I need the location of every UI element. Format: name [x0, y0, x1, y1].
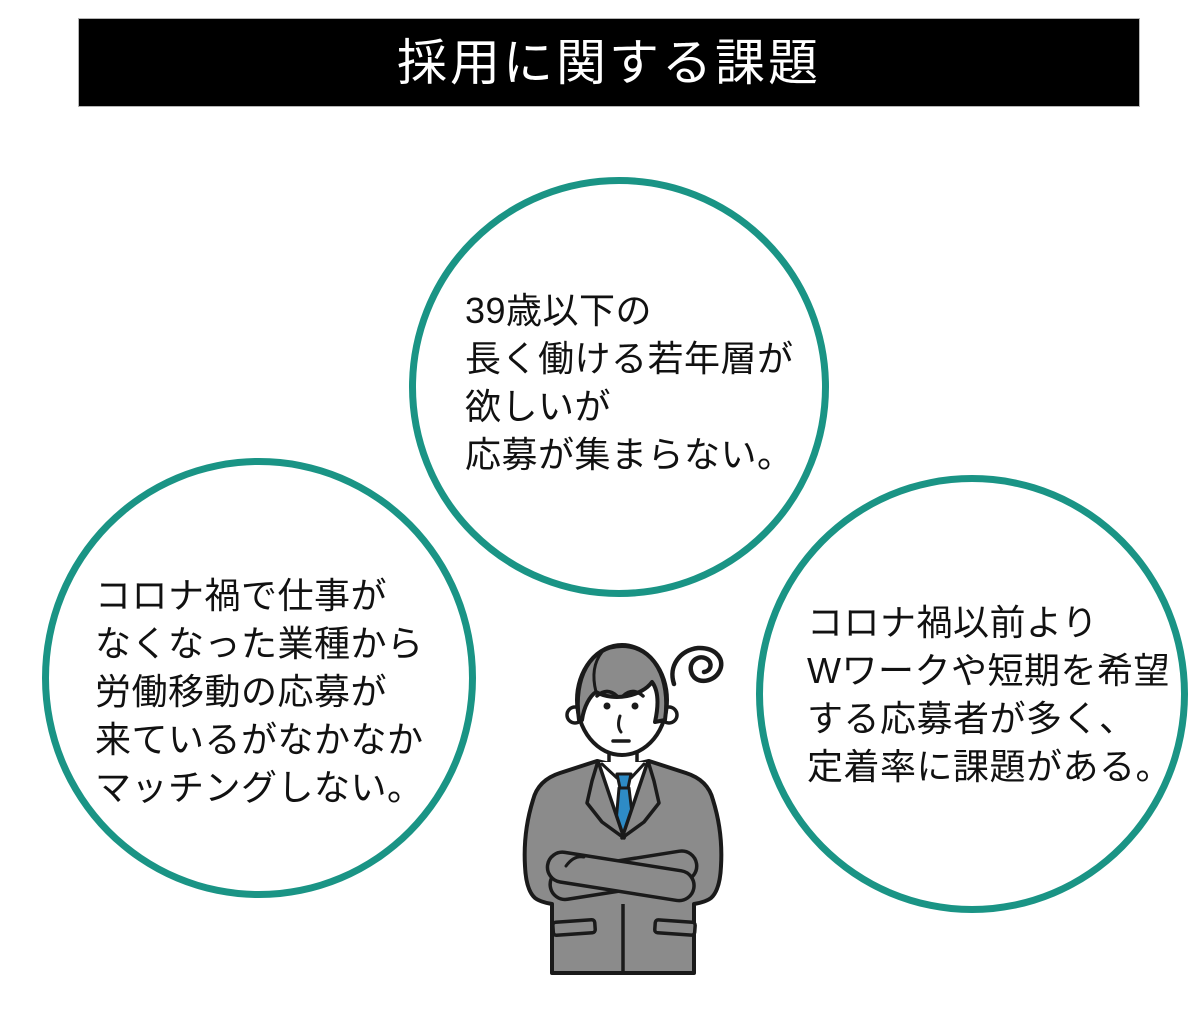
businessman-body: [522, 759, 724, 975]
eyebrow-right: [621, 689, 645, 698]
text-line: コロナ禍以前より: [807, 602, 1099, 643]
title-banner: 採用に関する課題: [78, 18, 1140, 107]
text-line: マッチングしない。: [95, 767, 424, 808]
lapel-right: [620, 759, 661, 840]
text-line: する応募者が多く、: [807, 698, 1136, 739]
challenge-bubble-young-applicants-text: 39歳以下の 長く働ける若年層が 欲しいが 応募が集まらない。: [465, 287, 794, 479]
challenge-bubble-young-applicants: 39歳以下の 長く働ける若年層が 欲しいが 応募が集まらない。: [409, 177, 829, 597]
page-title: 採用に関する課題: [397, 34, 821, 91]
hair-part-line: [592, 650, 604, 694]
pocket-flap-left: [551, 918, 597, 937]
eyebrow-left: [595, 689, 619, 698]
tie-knot: [615, 772, 633, 790]
text-line: 労働移動の応募が: [95, 671, 388, 712]
challenge-bubble-retention-text: コロナ禍以前より Wワークや短期を希望 する応募者が多く、 定着率に課題がある。: [807, 599, 1172, 791]
text-line: 定着率に課題がある。: [807, 746, 1173, 787]
eye-left: [603, 702, 611, 710]
worried-businessman-illustration: [522, 643, 724, 975]
text-line: 応募が集まらない。: [465, 434, 794, 475]
lapel-left: [585, 759, 626, 840]
challenge-bubble-labor-mobility-text: コロナ禍で仕事が なくなった業種から 労働移動の応募が 来ているがなかなか マッ…: [95, 572, 424, 812]
challenge-bubble-retention: コロナ禍以前より Wワークや短期を希望 する応募者が多く、 定着率に課題がある。: [756, 475, 1188, 913]
nose: [617, 714, 623, 734]
shirt-collar-left: [600, 762, 619, 780]
text-line: 39歳以下の: [465, 290, 653, 331]
worry-squiggle-icon: [670, 645, 724, 687]
shirt-collar-right: [629, 762, 646, 780]
text-line: Wワークや短期を希望: [807, 650, 1170, 691]
text-line: 欲しいが: [465, 386, 612, 427]
text-line: 来ているがなかなか: [95, 719, 424, 760]
businessman-head: [565, 643, 679, 780]
eye-right: [631, 702, 639, 710]
pocket-flap-right: [653, 918, 697, 937]
text-line: なくなった業種から: [95, 623, 424, 664]
hand-line: [564, 855, 586, 868]
text-line: 長く働ける若年層が: [465, 338, 794, 379]
forearm-upper: [545, 850, 696, 903]
challenge-bubble-labor-mobility: コロナ禍で仕事が なくなった業種から 労働移動の応募が 来ているがなかなか マッ…: [42, 458, 476, 898]
text-line: コロナ禍で仕事が: [95, 575, 388, 616]
